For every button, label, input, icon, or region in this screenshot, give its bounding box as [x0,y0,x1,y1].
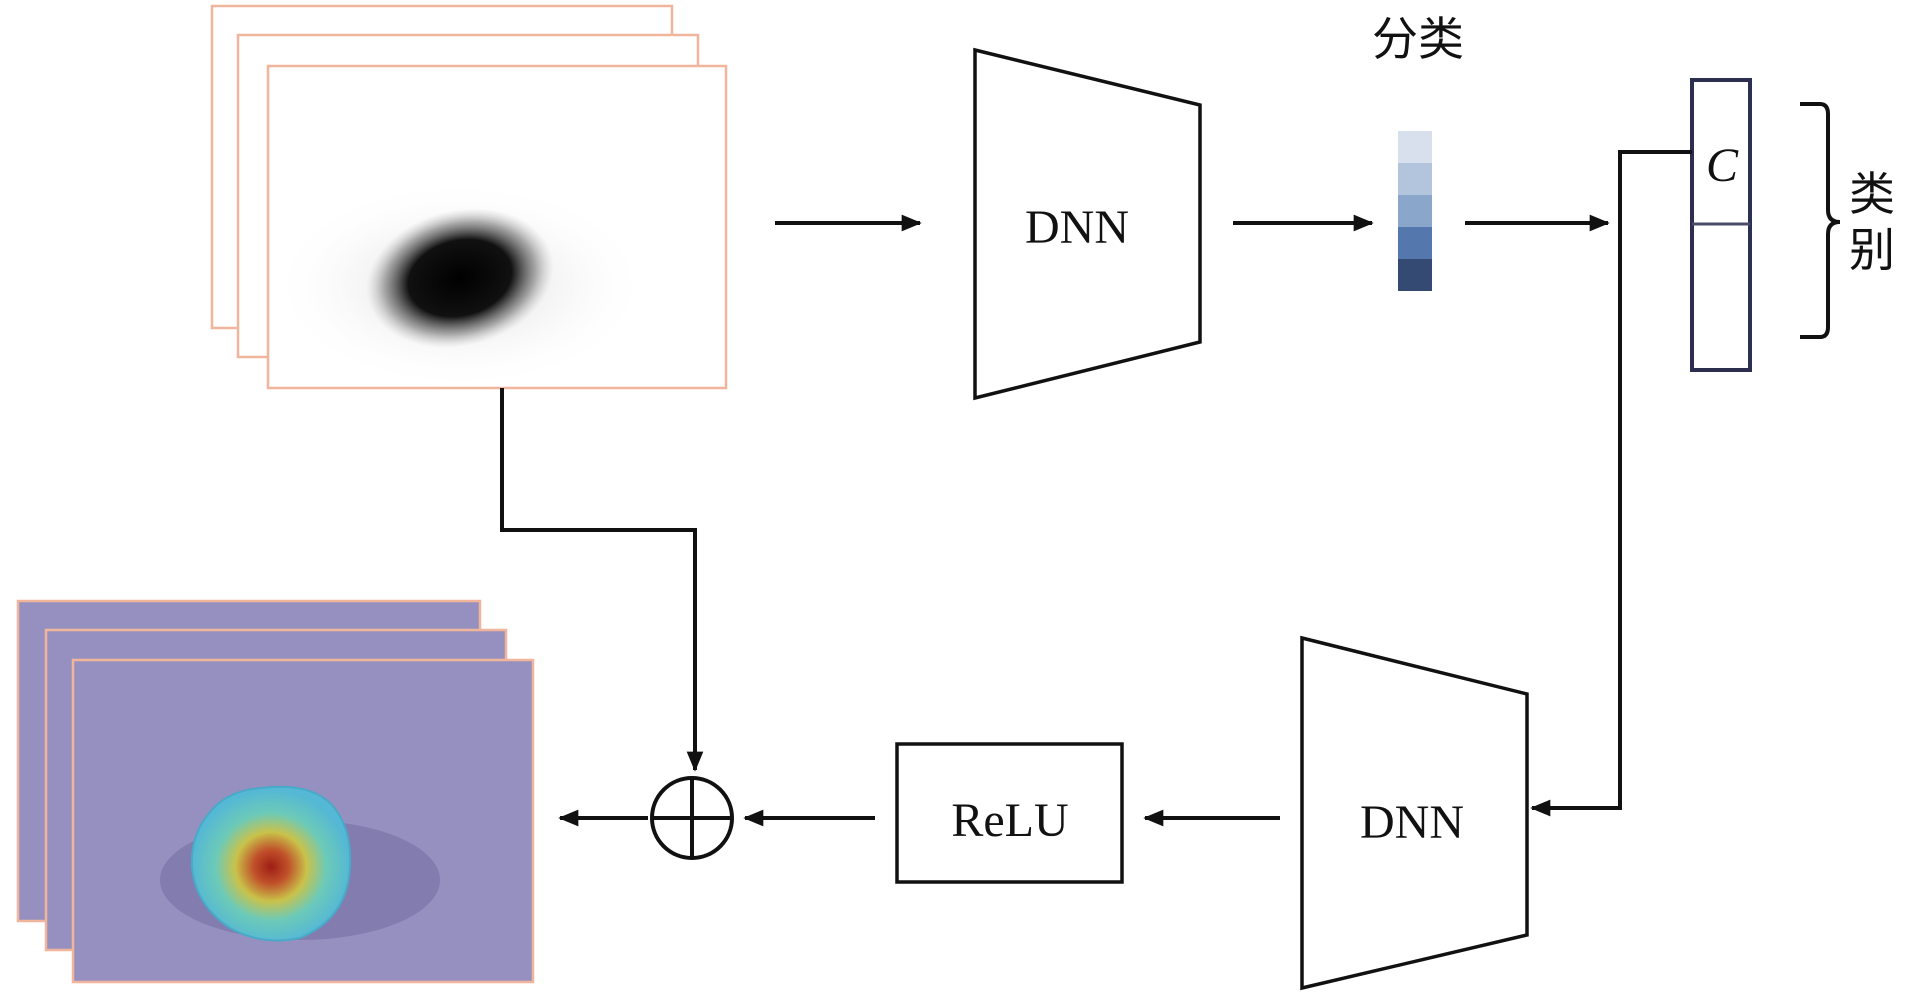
class-vector: C [1690,78,1752,372]
connector-input-to-combine [500,388,704,772]
output-heat-region [190,785,352,942]
encoder-dnn: DNN [973,47,1202,401]
decoder-trapezoid [1300,635,1529,991]
class-bar-segment [1398,195,1432,227]
class-score-bar [1398,131,1432,291]
relu-label: ReLU [951,794,1068,847]
encoder-dnn-label: DNN [1025,201,1129,254]
output-heatmap-stack [16,599,535,984]
classification-label: 分类 [1372,12,1464,66]
class-bar-segment [1398,131,1432,163]
input-lesion [366,208,554,348]
category-brace [1800,102,1841,339]
class-bar-segment [1398,259,1432,291]
input-image-stack [210,4,728,390]
decoder-dnn-label: DNN [1360,796,1464,849]
class-bar-segment [1398,227,1432,259]
category-label-line1: 类 [1849,167,1895,221]
class-bar-segment [1398,163,1432,195]
relu-box [895,742,1124,884]
decoder-dnn: DNN [1300,635,1529,991]
circle-plus-icon [650,776,734,860]
relu-block: ReLU [895,742,1124,884]
connector-vector-to-decoder [1530,150,1692,817]
class-index-label: C [1706,139,1739,192]
encoder-trapezoid [973,47,1202,401]
category-label-line2: 别 [1849,223,1895,277]
